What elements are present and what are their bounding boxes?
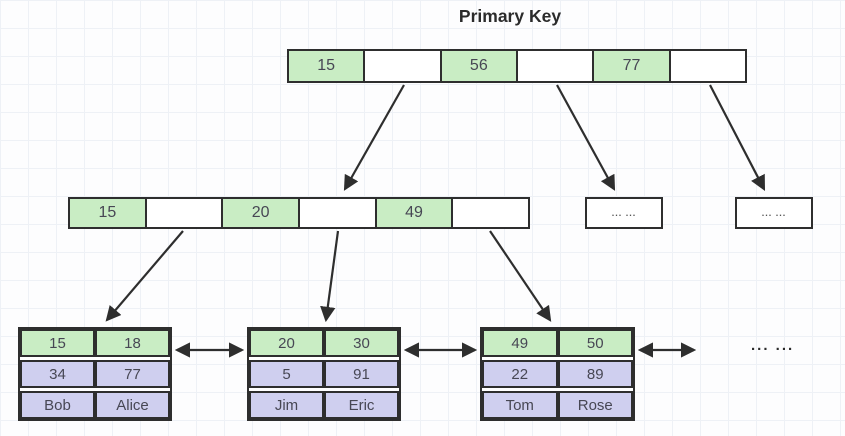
root-pointer-cell: [668, 51, 745, 81]
root-key-cell: 77: [592, 51, 669, 81]
leaf-key-cell: 20: [249, 329, 324, 357]
leaf-name-cell: Tom: [482, 391, 558, 419]
internal-pointer-cell: [144, 199, 222, 227]
root-key-cell: 56: [439, 51, 516, 81]
internal-key-cell: 49: [374, 199, 452, 227]
internal-node: 15 20 49: [68, 197, 530, 229]
leaf-name-cell: Jim: [249, 391, 324, 419]
arrow-root-to-overflow-left: [556, 84, 616, 191]
arrow-internal-to-leaf2: [320, 230, 340, 323]
leaf-key-cell: 15: [20, 329, 95, 357]
leaf-name-cell: Alice: [95, 391, 170, 419]
leaf-name-cell: Rose: [557, 391, 633, 419]
leaf-value-cell: 89: [557, 360, 633, 388]
leaf-node-2: 20 30 5 91 Jim Eric: [247, 327, 401, 421]
root-pointer-cell: [515, 51, 592, 81]
leaf-value-cell: 5: [249, 360, 324, 388]
leaf-name-cell: Bob: [20, 391, 95, 419]
leaf-name-cell: Eric: [324, 391, 399, 419]
arrow-internal-to-leaf1: [105, 230, 184, 322]
leaf-value-cell: 91: [324, 360, 399, 388]
internal-key-cell: 15: [70, 199, 145, 227]
leaf-value-cell: 22: [482, 360, 558, 388]
root-node: 15 56 77: [287, 49, 747, 83]
leaf-key-cell: 49: [482, 329, 558, 357]
root-pointer-cell: [363, 51, 439, 81]
internal-key-cell: 20: [221, 199, 299, 227]
leaf-node-1: 15 18 34 77 Bob Alice: [18, 327, 172, 421]
overflow-node-left: ... ...: [585, 197, 663, 229]
arrow-root-to-overflow-right: [709, 84, 766, 191]
arrow-internal-to-leaf3: [489, 230, 552, 322]
root-key-cell: 15: [289, 51, 364, 81]
internal-pointer-cell: [298, 199, 375, 227]
leaf-key-cell: 18: [95, 329, 170, 357]
diagram-title: Primary Key: [458, 6, 562, 26]
leaf-node-3: 49 50 22 89 Tom Rose: [480, 327, 635, 421]
overflow-node-right: ... ...: [735, 197, 813, 229]
leaf-value-cell: 77: [95, 360, 170, 388]
internal-pointer-cell: [451, 199, 528, 227]
arrow-root-to-internal: [343, 84, 405, 191]
trailing-ellipsis: ... ...: [751, 337, 795, 354]
leaf-value-cell: 34: [20, 360, 95, 388]
leaf-key-cell: 30: [324, 329, 399, 357]
leaf-key-cell: 50: [557, 329, 633, 357]
